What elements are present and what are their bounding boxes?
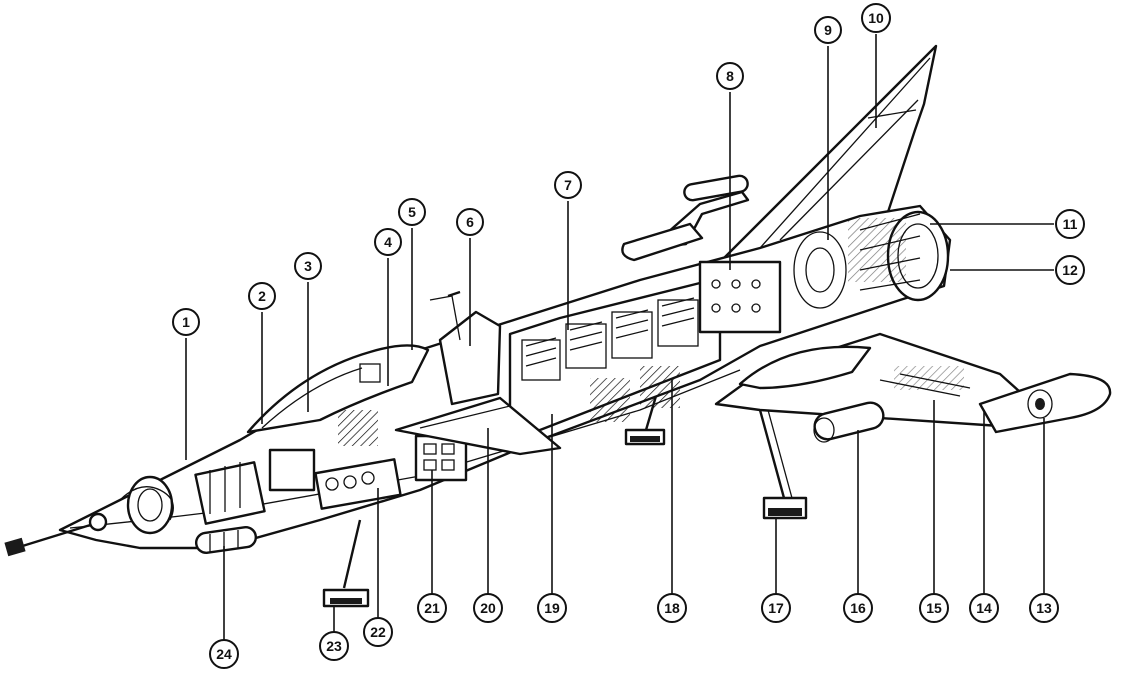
callout-14: 14: [969, 410, 999, 623]
callout-13-label: 13: [1036, 600, 1052, 616]
callout-12: 12: [950, 255, 1085, 285]
callout-19-label: 19: [544, 600, 560, 616]
callout-23-label: 23: [326, 638, 342, 654]
callout-22: 22: [363, 488, 393, 647]
callouts: 1 2 3 4 5 6: [172, 3, 1085, 669]
callout-15: 15: [919, 400, 949, 623]
callout-5: 5: [398, 198, 426, 350]
nose-internals: [119, 410, 468, 535]
callout-11: 11: [930, 209, 1085, 239]
callout-6-label: 6: [466, 214, 474, 230]
callout-22-label: 22: [370, 624, 386, 640]
callout-24-label: 24: [216, 646, 232, 662]
callout-14-label: 14: [976, 600, 992, 616]
callout-20: 20: [473, 428, 503, 623]
callout-18-label: 18: [664, 600, 680, 616]
callout-19: 19: [537, 414, 567, 623]
callout-10-label: 10: [868, 10, 884, 26]
callout-23: 23: [319, 606, 349, 661]
callout-8-label: 8: [726, 68, 734, 84]
upper-pod: [621, 174, 750, 262]
callout-1-label: 1: [182, 314, 190, 330]
callout-4-label: 4: [384, 234, 392, 250]
callout-2: 2: [248, 282, 276, 424]
callout-13: 13: [1029, 418, 1059, 623]
nose-probe: [4, 512, 108, 557]
callout-15-label: 15: [926, 600, 942, 616]
canopy: [246, 290, 502, 434]
callout-9: 9: [814, 16, 842, 240]
lower-nose-pod: [194, 526, 258, 554]
callout-9-label: 9: [824, 22, 832, 38]
callout-2-label: 2: [258, 288, 266, 304]
landing-gear: [322, 395, 808, 608]
callout-21: 21: [417, 470, 447, 623]
callout-16-label: 16: [850, 600, 866, 616]
callout-1: 1: [172, 308, 200, 460]
callout-7: 7: [554, 171, 582, 330]
central-bays: [508, 231, 847, 434]
main-wing: [714, 332, 1112, 443]
callout-3-label: 3: [304, 258, 312, 274]
callout-3: 3: [294, 252, 322, 412]
callout-16: 16: [843, 430, 873, 623]
aircraft-drawing: [4, 44, 1112, 608]
callout-20-label: 20: [480, 600, 496, 616]
callout-17: 17: [761, 518, 791, 623]
callout-5-label: 5: [408, 204, 416, 220]
callout-18: 18: [657, 380, 687, 623]
forward-wing: [394, 396, 562, 456]
callout-4: 4: [374, 228, 402, 386]
callout-8: 8: [716, 62, 744, 270]
callout-10: 10: [861, 3, 891, 128]
callout-17-label: 17: [768, 600, 784, 616]
callout-12-label: 12: [1062, 262, 1078, 278]
callout-6: 6: [456, 208, 484, 346]
callout-21-label: 21: [424, 600, 440, 616]
callout-7-label: 7: [564, 177, 572, 193]
callout-11-label: 11: [1063, 216, 1078, 232]
callout-24: 24: [209, 546, 239, 669]
